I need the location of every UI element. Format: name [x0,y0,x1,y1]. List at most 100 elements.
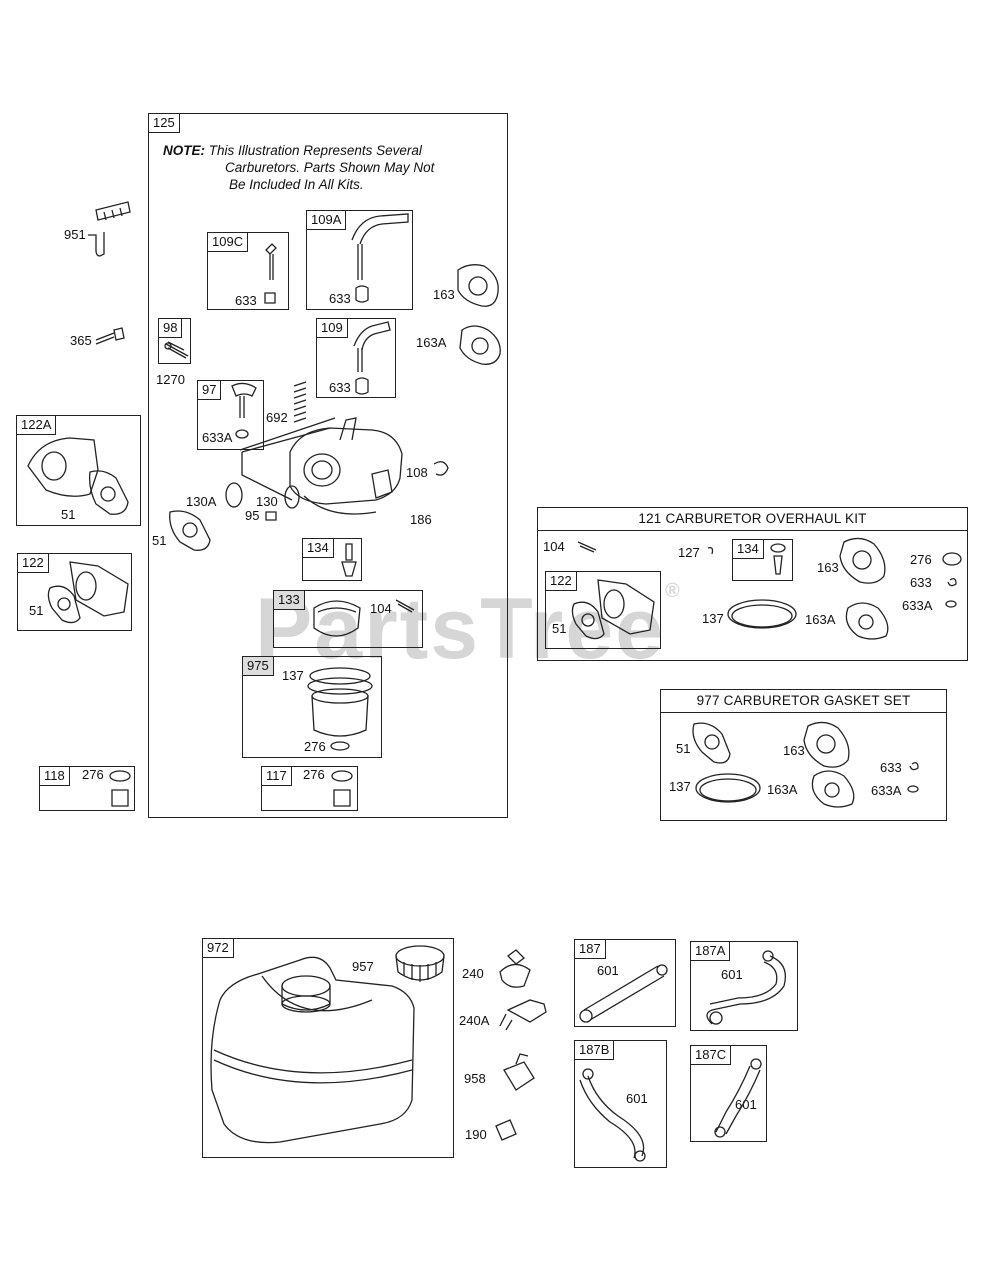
label-365[interactable]: 365 [70,333,92,348]
tag-187c: 187C [691,1046,732,1065]
label-1270[interactable]: 1270 [156,372,185,387]
tag-109c: 109C [208,233,249,252]
box-117[interactable]: 117 [261,766,358,811]
label-163a[interactable]: 163A [416,335,447,350]
tag-133: 133 [274,591,305,610]
label-633-109a[interactable]: 633 [329,291,351,306]
box-overhaul-122[interactable]: 122 [545,571,661,649]
box-118[interactable]: 118 [39,766,135,811]
trademark-symbol: ® [665,580,682,602]
label-601-187b[interactable]: 601 [626,1091,648,1106]
box-134[interactable]: 134 [302,538,362,581]
valve-958-icon [503,1053,535,1091]
overhaul-label-137[interactable]: 137 [702,611,724,626]
tag-98: 98 [159,319,183,338]
tag-109: 109 [317,319,348,338]
label-276-118[interactable]: 276 [82,767,104,782]
box-972-fuel-tank[interactable]: 972 [202,938,454,1158]
gasket-label-633a[interactable]: 633A [871,783,902,798]
label-190[interactable]: 190 [465,1127,487,1142]
tag-122: 122 [18,554,49,573]
label-601-187c[interactable]: 601 [735,1097,757,1112]
valve-240-icon [499,949,531,988]
box-122[interactable]: 122 [17,553,132,631]
label-633-109[interactable]: 633 [329,380,351,395]
overhaul-label-127[interactable]: 127 [678,545,700,560]
gasket-set-title: 977 CARBURETOR GASKET SET [661,690,946,713]
note-line2: Carburetors. Parts Shown May Not [225,160,435,175]
gasket-label-137[interactable]: 137 [669,779,691,794]
box-97[interactable]: 97 [197,380,264,450]
overhaul-label-163[interactable]: 163 [817,560,839,575]
label-240[interactable]: 240 [462,966,484,981]
overhaul-label-276[interactable]: 276 [910,552,932,567]
tag-125: 125 [149,114,180,133]
box-187a[interactable]: 187A [690,941,798,1031]
tag-109a: 109A [307,211,347,230]
note-line1: This Illustration Represents Several [208,143,422,158]
label-186[interactable]: 186 [410,512,432,527]
label-130a[interactable]: 130A [186,494,217,509]
label-95[interactable]: 95 [245,508,260,523]
gasket-label-163a[interactable]: 163A [767,782,798,797]
box-977-gasket-set[interactable]: 977 CARBURETOR GASKET SET [660,689,947,821]
tag-97: 97 [198,381,222,400]
box-121-overhaul-kit[interactable]: 121 CARBURETOR OVERHAUL KIT [537,507,968,661]
overhaul-label-633a[interactable]: 633A [902,598,933,613]
box-109a[interactable]: 109A [306,210,413,310]
tag-118: 118 [40,767,70,786]
label-692[interactable]: 692 [266,410,288,425]
overhaul-label-51[interactable]: 51 [552,621,567,636]
box-122a[interactable]: 122A [16,415,141,526]
box-133[interactable]: 133 [273,590,423,648]
note-text: NOTE: This Illustration Represents Sever… [163,142,434,193]
box-125-carburetor: 125 [148,113,508,818]
overhaul-label-104[interactable]: 104 [543,539,565,554]
tag-117: 117 [262,767,292,786]
box-overhaul-134[interactable]: 134 [732,539,793,581]
overhaul-label-633[interactable]: 633 [910,575,932,590]
gasket-label-633[interactable]: 633 [880,760,902,775]
tag-overhaul-122: 122 [546,572,577,591]
box-109c[interactable]: 109C [207,232,289,310]
label-104[interactable]: 104 [370,601,392,616]
label-951[interactable]: 951 [64,227,86,242]
tag-overhaul-134: 134 [733,540,764,559]
label-163[interactable]: 163 [433,287,455,302]
note-prefix: NOTE: [163,143,205,158]
label-957[interactable]: 957 [352,959,374,974]
label-51-122[interactable]: 51 [29,603,44,618]
label-633-109c[interactable]: 633 [235,293,257,308]
box-109[interactable]: 109 [316,318,396,398]
box-975[interactable]: 975 [242,656,382,758]
tag-187b: 187B [575,1041,615,1060]
tag-187: 187 [575,940,606,959]
label-601-187[interactable]: 601 [597,963,619,978]
gasket-label-163[interactable]: 163 [783,743,805,758]
tag-975: 975 [243,657,274,676]
tag-972: 972 [203,939,234,958]
box-187b[interactable]: 187B [574,1040,667,1168]
tag-122a: 122A [17,416,57,435]
label-276-975[interactable]: 276 [304,739,326,754]
box-187[interactable]: 187 [574,939,676,1027]
label-108[interactable]: 108 [406,465,428,480]
screw-365-icon [95,327,125,345]
label-240a[interactable]: 240A [459,1013,490,1028]
label-130[interactable]: 130 [256,494,278,509]
valve-240a-icon [499,999,547,1031]
label-51-122a[interactable]: 51 [61,507,76,522]
label-137[interactable]: 137 [282,668,304,683]
label-51[interactable]: 51 [152,533,167,548]
label-276-117[interactable]: 276 [303,767,325,782]
tag-187a: 187A [691,942,731,961]
overhaul-label-163a[interactable]: 163A [805,612,836,627]
label-601-187a[interactable]: 601 [721,967,743,982]
fitting-190-icon [495,1119,517,1141]
label-958[interactable]: 958 [464,1071,486,1086]
choke-link-951-icon [88,201,131,257]
gasket-label-51[interactable]: 51 [676,741,691,756]
label-633a[interactable]: 633A [202,430,233,445]
box-187c[interactable]: 187C [690,1045,767,1142]
box-98[interactable]: 98 [158,318,191,364]
